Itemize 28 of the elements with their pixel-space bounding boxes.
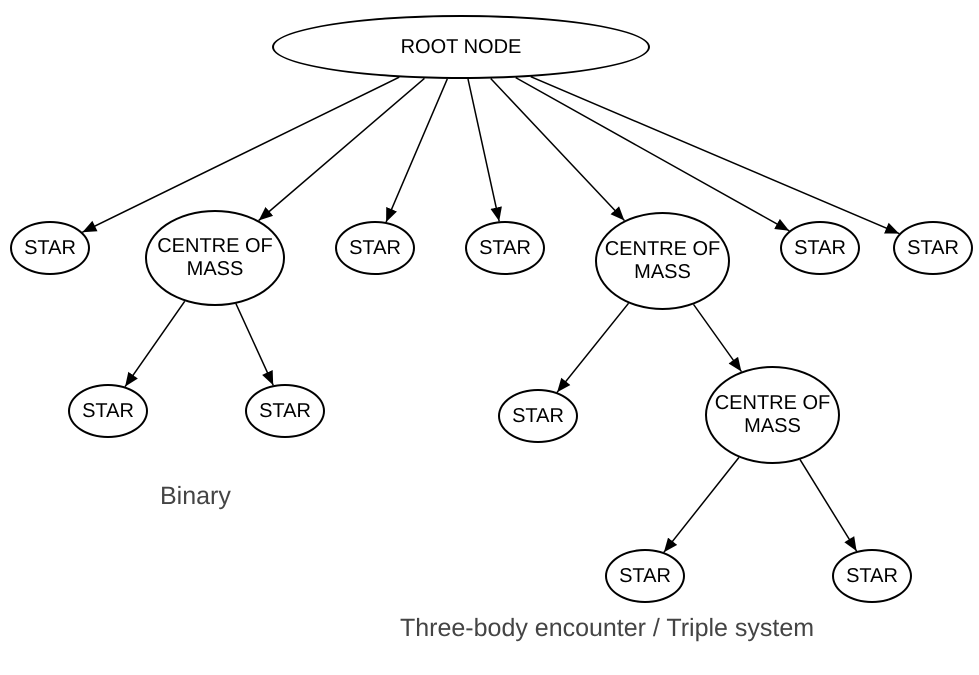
node-ellipse: CENTRE OF MASS	[145, 210, 285, 306]
arrow	[515, 76, 790, 232]
group-caption: Three-body encounter / Triple system	[400, 614, 814, 643]
arrow	[490, 78, 625, 222]
node-ellipse: STAR	[335, 221, 415, 275]
arrow	[385, 78, 448, 222]
arrow	[258, 78, 425, 222]
node-ellipse: STAR	[893, 221, 973, 275]
arrow	[235, 303, 274, 386]
arrow	[799, 459, 858, 552]
node-ellipse: STAR	[832, 549, 912, 603]
node-ellipse: STAR	[10, 221, 90, 275]
arrow	[663, 457, 740, 553]
node-ellipse: CENTRE OF MASS	[705, 366, 840, 464]
node-ellipse: STAR	[780, 221, 860, 275]
arrow	[124, 300, 186, 388]
node-ellipse: CENTRE OF MASS	[595, 212, 730, 310]
node-ellipse: STAR	[465, 221, 545, 275]
node-ellipse: STAR	[245, 384, 325, 438]
root-ellipse: ROOT NODE	[272, 15, 650, 79]
node-ellipse: STAR	[605, 549, 685, 603]
node-ellipse: STAR	[68, 384, 148, 438]
node-ellipse: STAR	[498, 389, 578, 443]
arrow	[556, 302, 630, 393]
group-caption: Binary	[160, 482, 231, 511]
arrow	[692, 304, 742, 372]
arrow	[82, 76, 400, 233]
arrow	[467, 78, 502, 222]
